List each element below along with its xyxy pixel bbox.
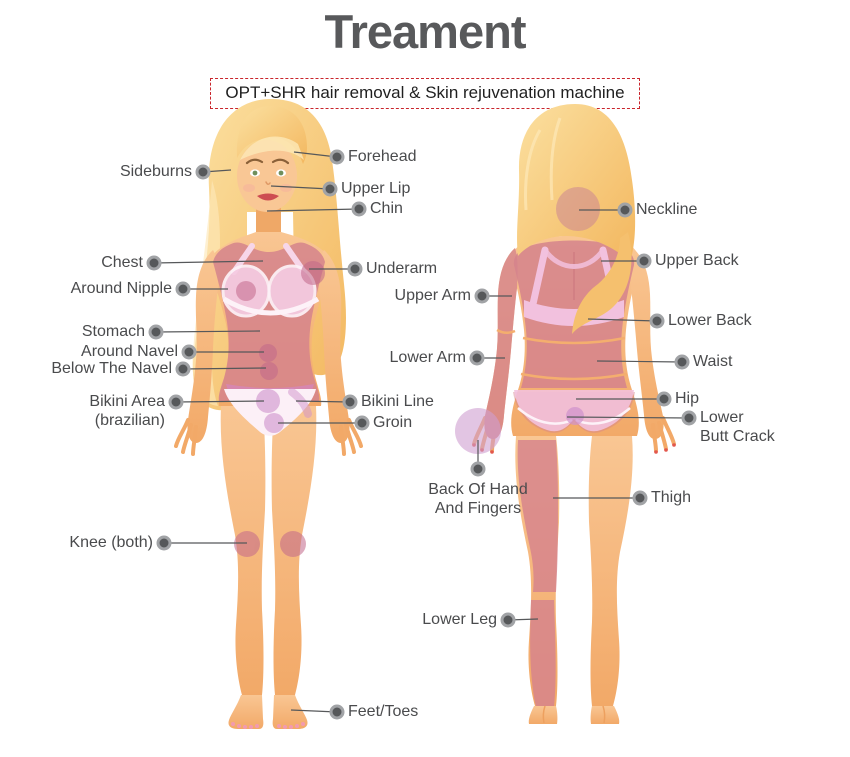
page-title: Treament <box>324 5 527 58</box>
label-knee-both: Knee (both) <box>69 534 153 551</box>
marker-dot-lower-butt-crack <box>681 410 697 426</box>
marker-dot-hip <box>656 391 672 407</box>
navel-spot <box>259 344 277 362</box>
label-sideburns: Sideburns <box>119 163 192 180</box>
marker-dot-back-of-hand <box>470 461 486 477</box>
leader-line-lower-back <box>587 318 658 322</box>
marker-dot-upper-back <box>636 253 652 269</box>
back-of-hand-spot <box>455 408 501 454</box>
marker-dot-lower-leg <box>500 612 516 628</box>
marker-dot-neckline <box>617 202 633 218</box>
leader-line-upper-lip <box>270 185 331 190</box>
label-groin: Groin <box>373 414 413 431</box>
leader-line-chest <box>153 260 264 264</box>
leader-line-bikini-area <box>175 400 265 403</box>
marker-dot-forehead <box>329 149 345 165</box>
leader-line-bikini-line <box>295 400 351 403</box>
marker-dot-lower-arm <box>469 350 485 366</box>
marker-dot-around-nipple <box>175 281 191 297</box>
marker-dot-groin <box>354 415 370 431</box>
marker-dot-underarm <box>347 261 363 277</box>
label-stomach: Stomach <box>81 323 145 340</box>
subtitle-badge: OPT+SHR hair removal & Skin rejuvenation… <box>210 77 640 109</box>
front-view-figure <box>174 98 363 729</box>
thigh-treatment <box>517 440 558 592</box>
bikini-area-spot <box>256 389 280 413</box>
right-knee-spot <box>280 531 306 557</box>
marker-dot-stomach <box>148 324 164 340</box>
underarm-spot <box>301 261 325 285</box>
left-knee-spot <box>234 531 260 557</box>
label-upper-back: Upper Back <box>655 252 739 269</box>
front-right-foot <box>272 695 308 729</box>
nipple-spot <box>236 281 256 301</box>
header: Treament OPT+SHR hair removal & Skin rej… <box>0 0 850 109</box>
leader-line-below-the-navel <box>182 367 267 370</box>
marker-dot-waist <box>674 354 690 370</box>
marker-dot-bikini-area <box>168 394 184 410</box>
neckline-spot <box>556 187 600 231</box>
label-bikini-line: Bikini Line <box>361 393 434 410</box>
label-upper-lip: Upper Lip <box>341 180 411 197</box>
label-neckline: Neckline <box>636 201 698 218</box>
marker-dot-lower-back <box>649 313 665 329</box>
back-hair-swoosh <box>572 232 632 334</box>
label-below-the-navel: Below The Navel <box>51 360 172 377</box>
marker-dot-sideburns <box>195 164 211 180</box>
label-upper-arm: Upper Arm <box>394 287 471 304</box>
marker-dot-below-the-navel <box>175 361 191 377</box>
below-navel-spot <box>260 362 278 380</box>
marker-dot-upper-lip <box>322 181 338 197</box>
leader-line-feet-toes <box>290 709 338 713</box>
label-around-nipple: Around Nipple <box>70 280 172 297</box>
label-waist: Waist <box>693 353 733 370</box>
leader-line-lower-butt-crack <box>566 416 690 419</box>
back-hair <box>517 104 636 262</box>
marker-dot-chin <box>351 201 367 217</box>
front-right-arm <box>318 250 350 443</box>
leader-line-waist <box>596 360 683 363</box>
label-hip: Hip <box>675 390 700 407</box>
lower-leg-treatment <box>530 600 556 706</box>
marker-dot-chest <box>146 255 162 271</box>
label-feet-toes: Feet/Toes <box>348 703 419 720</box>
leader-line-stomach <box>155 330 261 333</box>
front-face <box>237 140 297 212</box>
label-forehead: Forehead <box>348 148 417 165</box>
back-view-figure <box>455 104 676 724</box>
marker-dot-knee-both <box>156 535 172 551</box>
butt-crack-spot <box>566 407 584 425</box>
label-lower-back: Lower Back <box>668 312 752 329</box>
leader-line-chin <box>266 208 360 212</box>
label-thigh: Thigh <box>651 489 692 506</box>
front-bangs <box>236 105 307 164</box>
front-left-foot <box>228 695 264 729</box>
back-right-leg <box>588 436 633 706</box>
marker-dot-feet-toes <box>329 704 345 720</box>
label-bikini-area: Bikini Area(brazilian) <box>89 393 165 429</box>
marker-dot-upper-arm <box>474 288 490 304</box>
label-chest: Chest <box>101 254 143 271</box>
front-left-arm <box>187 250 219 443</box>
label-lower-arm: Lower Arm <box>389 349 466 366</box>
marker-dot-around-navel <box>181 344 197 360</box>
label-lower-leg: Lower Leg <box>422 611 497 628</box>
label-underarm: Underarm <box>366 260 438 277</box>
groin-spot <box>264 413 284 433</box>
front-lips <box>257 193 279 201</box>
label-chin: Chin <box>370 200 403 217</box>
marker-dot-thigh <box>632 490 648 506</box>
label-around-navel: Around Navel <box>81 343 178 360</box>
back-right-arm <box>630 248 664 440</box>
marker-dot-bikini-line <box>342 394 358 410</box>
